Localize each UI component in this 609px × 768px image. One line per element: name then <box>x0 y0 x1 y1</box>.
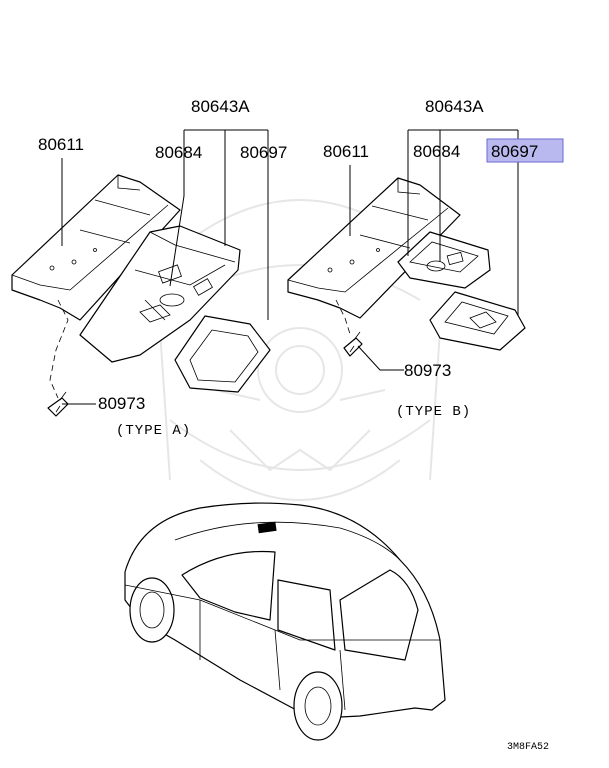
side-window-rear <box>339 569 419 661</box>
wheel-rear <box>293 671 343 741</box>
lamp-housing-b <box>397 231 491 289</box>
type-a-assembly <box>11 129 271 417</box>
side-window-front <box>277 579 336 651</box>
type-b-lamp-housing-label: 80684 <box>413 142 460 161</box>
type-b-caption: (TYPE B) <box>396 404 471 420</box>
type-a-lamp-housing-label: 80684 <box>155 143 202 162</box>
type-b-assembly <box>287 129 526 371</box>
type-b-screw-label: 80973 <box>404 361 451 380</box>
type-b-group-label: 80643A <box>425 97 484 116</box>
type-b-roof-panel-label: 80611 <box>323 142 369 161</box>
type-b-lens-label[interactable]: 80697 <box>491 142 538 161</box>
type-a-screw-label: 80973 <box>98 394 145 413</box>
figure-code: 3M8FA52 <box>507 742 549 753</box>
type-a-caption: (TYPE A) <box>116 423 191 439</box>
type-a-roof-panel-label: 80611 <box>38 135 84 154</box>
windshield <box>181 550 276 621</box>
lamp-housing-a <box>79 225 241 363</box>
roof-panel-b <box>287 177 461 319</box>
wheel-front <box>129 577 175 643</box>
type-a-group-label: 80643A <box>191 97 250 116</box>
screw-b <box>343 331 363 357</box>
vehicle-location-illustration <box>124 502 446 741</box>
lens-a <box>174 315 271 393</box>
roof-panel-a <box>11 174 181 321</box>
roof-lamp-location-marker <box>257 521 277 534</box>
type-a-lens-label: 80697 <box>240 143 287 162</box>
type-b-lens-label-highlight[interactable] <box>486 138 564 163</box>
lens-b <box>429 291 526 351</box>
